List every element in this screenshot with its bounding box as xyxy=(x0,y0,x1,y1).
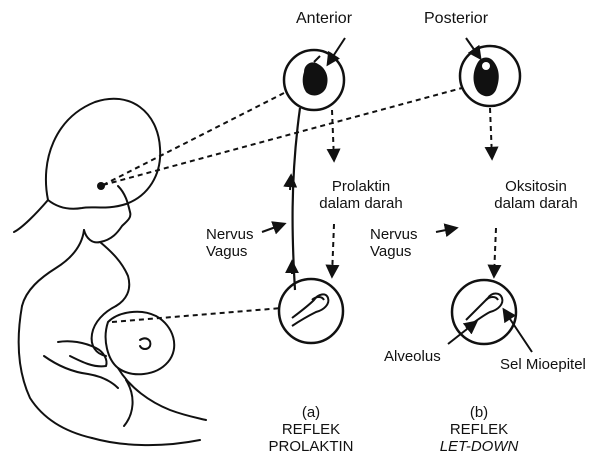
reflex-b-caption: (b) REFLEK LET-DOWN xyxy=(424,404,534,455)
reflex-a-caption: (a) REFLEK PROLAKTIN xyxy=(256,404,366,455)
reflex-a-line2: PROLAKTIN xyxy=(256,438,366,455)
oxytocin-dash-bottom xyxy=(494,228,496,276)
mother-front xyxy=(100,242,129,306)
reflex-a-line1: REFLEK xyxy=(256,421,366,438)
nerve-pointer-b xyxy=(436,228,456,232)
prolactin-label-line1: Prolaktin xyxy=(306,178,416,195)
oxytocin-label-line2: dalam darah xyxy=(486,195,586,212)
line-head-anterior xyxy=(103,92,286,185)
reflex-b-line1: REFLEK xyxy=(424,421,534,438)
mother-hair-back xyxy=(14,200,48,232)
anterior-label: Anterior xyxy=(296,10,352,27)
reflex-a-letter: (a) xyxy=(256,404,366,421)
nervus-vagus-label-a: Nervus Vagus xyxy=(206,226,254,260)
line-breast-to-alveolus xyxy=(112,308,282,322)
posterior-pituitary-circle xyxy=(460,46,520,106)
nervus-vagus-b-line1: Nervus xyxy=(370,226,418,243)
baby-arm xyxy=(124,380,133,426)
mother-face xyxy=(84,186,130,242)
posterior-label: Posterior xyxy=(424,10,488,27)
reflex-b-letter: (b) xyxy=(424,404,534,421)
nerve-pointer-a xyxy=(262,224,284,232)
alveolus-circle-a xyxy=(279,279,343,343)
nervus-vagus-a-line2: Vagus xyxy=(206,243,254,260)
anterior-pituitary-circle xyxy=(284,50,344,110)
prolactin-label: Prolaktin dalam darah xyxy=(306,178,416,212)
prolactin-dash-top xyxy=(332,110,334,160)
oxytocin-label-line1: Oksitosin xyxy=(486,178,586,195)
oxytocin-dash-top xyxy=(490,108,492,158)
nerve-arrow-a-head2 xyxy=(290,176,291,190)
nerve-arrow-a xyxy=(293,108,300,290)
nervus-vagus-label-b: Nervus Vagus xyxy=(370,226,418,260)
oxytocin-label: Oksitosin dalam darah xyxy=(486,178,586,212)
line-head-posterior xyxy=(103,88,462,185)
myoepithelial-label: Sel Mioepitel xyxy=(500,356,586,373)
mother-baby-illustration xyxy=(14,99,206,445)
prolactin-dash-bottom xyxy=(332,224,334,276)
reflex-b-line2: LET-DOWN xyxy=(424,438,534,455)
nervus-vagus-a-line1: Nervus xyxy=(206,226,254,243)
pituitary-dot xyxy=(97,182,105,190)
nervus-vagus-b-line2: Vagus xyxy=(370,243,418,260)
alveolus-label: Alveolus xyxy=(384,348,441,365)
lap xyxy=(92,438,200,445)
baby-ear xyxy=(140,338,150,349)
prolactin-label-line2: dalam darah xyxy=(306,195,416,212)
mother-head xyxy=(46,99,160,209)
mother-neck xyxy=(22,230,84,306)
